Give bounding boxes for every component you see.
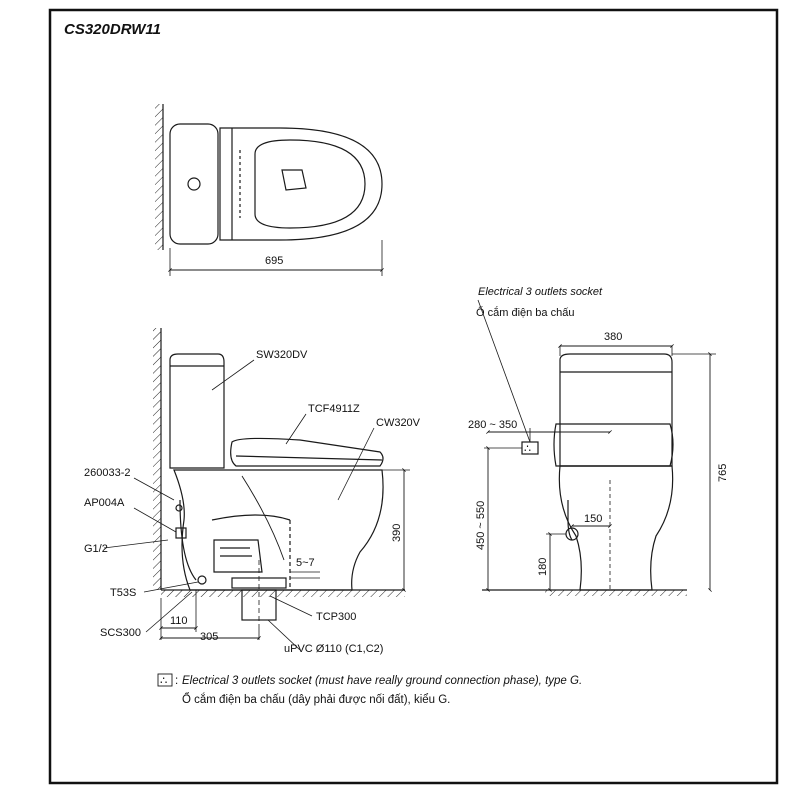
dim-socket-offset-label: 280 ~ 350 (468, 419, 517, 431)
dim-length-label: 695 (265, 255, 283, 267)
side-view-floor-hatch (161, 590, 405, 597)
socket-label-vi: Ổ cắm điện ba chấu (476, 306, 574, 319)
label-scs300: SCS300 (100, 627, 141, 639)
side-view-supply-hose (179, 499, 197, 581)
label-ap004a: AP004A (84, 497, 125, 509)
drawing-frame (48, 8, 779, 785)
dim-gap-label: 5~7 (296, 557, 315, 569)
socket-label-en: Electrical 3 outlets socket (478, 286, 603, 298)
front-view-bowl (558, 465, 674, 591)
label-g1-2: G1/2 (84, 543, 108, 555)
label-bowl-model: CW320V (376, 417, 421, 429)
legend-text-en: Electrical 3 outlets socket (must have r… (182, 675, 582, 687)
dim-wall-outlet-label: 305 (200, 631, 218, 643)
side-view-wall-hatch (153, 328, 161, 590)
legend-colon: : (175, 675, 178, 687)
legend-text-vi: Ổ cắm điện ba chấu (dây phải được nối đấ… (182, 693, 450, 706)
dim-width-label: 380 (604, 331, 622, 343)
side-view-tank (169, 353, 225, 469)
top-view-bowl-opening (254, 139, 366, 229)
dim-wall-inlet-label: 110 (170, 615, 188, 627)
label-upvc-pipe: uPVC Ø110 (C1,C2) (284, 643, 383, 655)
label-seat-model: TCF4911Z (308, 403, 360, 415)
top-view-tank (169, 123, 219, 245)
side-view-seat (230, 437, 384, 467)
top-view-wall-hatch (155, 104, 163, 250)
top-view (155, 104, 384, 276)
label-tank-model: SW320DV (256, 349, 308, 361)
dim-inlet-offset-label: 150 (584, 513, 602, 525)
top-view-flush-button (187, 177, 201, 191)
label-tcp300: TCP300 (316, 611, 356, 623)
side-view-inlet-valve (197, 575, 207, 585)
front-view-tank (559, 353, 673, 467)
legend-symbol: ∴ (160, 675, 167, 687)
front-view-supply (567, 500, 573, 541)
front-view (477, 299, 716, 596)
dim-height-total-label: 765 (717, 464, 729, 482)
top-view-seat (219, 127, 383, 241)
side-view (103, 328, 410, 651)
label-260033-2: 260033-2 (84, 467, 131, 479)
front-view-seat (553, 423, 674, 467)
side-view-bowl (173, 469, 384, 591)
dim-inlet-height-label: 180 (537, 558, 549, 576)
side-view-trap (213, 539, 263, 573)
dim-socket-height-label: 450 ~ 550 (475, 501, 487, 550)
socket-symbol: ∴ (524, 443, 531, 455)
legend-symbol-box (157, 673, 173, 687)
dim-height-rim-label: 390 (391, 524, 403, 542)
model-code: CS320DRW11 (64, 21, 161, 38)
front-view-floor-hatch (545, 590, 687, 596)
label-t53s: T53S (110, 587, 136, 599)
